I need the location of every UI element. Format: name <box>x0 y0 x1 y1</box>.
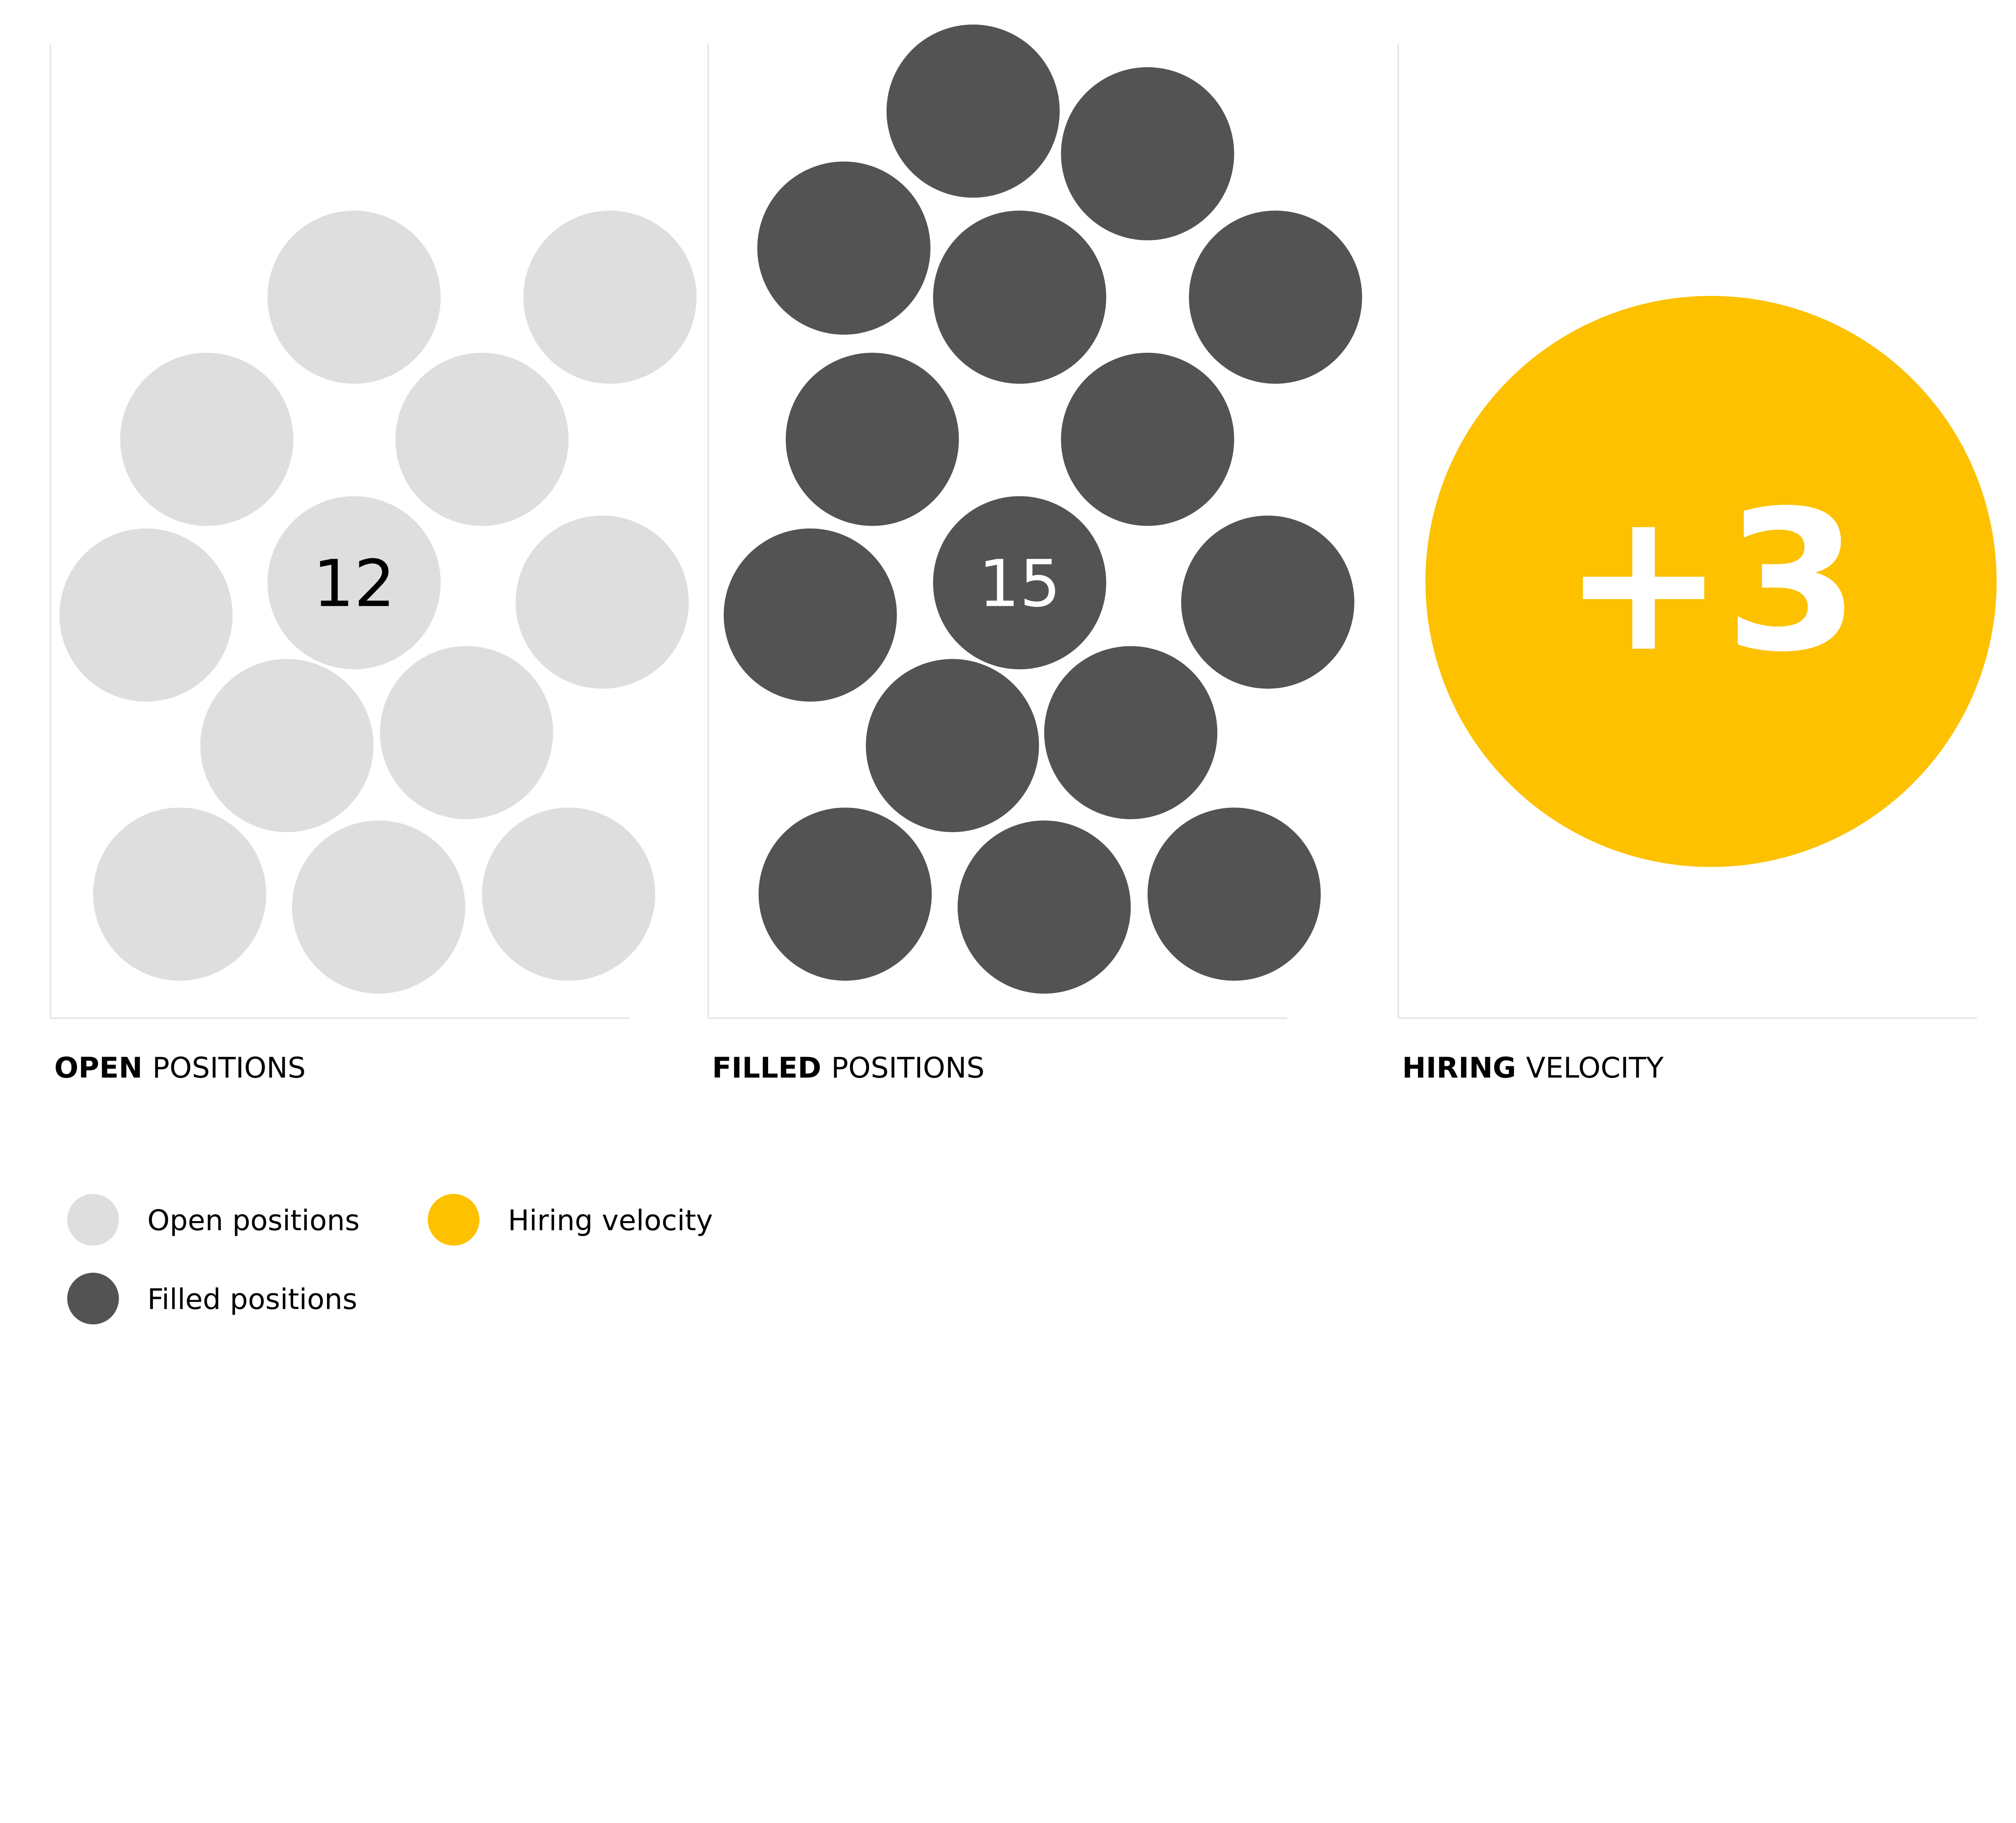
position-bubble <box>886 24 1060 198</box>
legend-swatch-icon <box>67 1273 119 1325</box>
position-bubble <box>515 515 689 689</box>
panel-title-bold: HIRING <box>1402 1051 1526 1084</box>
value-label: 12 <box>313 546 395 621</box>
position-bubble <box>482 807 655 981</box>
position-bubble <box>292 820 465 994</box>
legend-item: Hiring velocity <box>427 1194 713 1246</box>
legend-label: Hiring velocity <box>508 1204 713 1237</box>
legend-label: Filled positions <box>147 1283 357 1316</box>
position-bubble <box>1061 67 1234 241</box>
position-bubble <box>957 820 1131 994</box>
position-bubble <box>1044 646 1218 820</box>
position-bubble <box>785 352 959 526</box>
panel-title-rest: POSITIONS <box>152 1051 306 1084</box>
legend-swatch-icon <box>67 1194 119 1246</box>
panel-title: FILLED POSITIONS <box>712 1051 985 1084</box>
position-bubble <box>1189 210 1362 384</box>
position-bubble <box>1181 515 1354 689</box>
position-bubble <box>757 161 931 335</box>
panel-title-rest: POSITIONS <box>831 1051 984 1084</box>
position-bubble <box>59 528 233 702</box>
position-bubble <box>267 496 441 670</box>
panel-title-bold: FILLED <box>712 1051 831 1084</box>
position-bubble <box>523 210 697 384</box>
position-bubble <box>723 528 897 702</box>
position-bubble <box>120 352 294 526</box>
legend-swatch-icon <box>427 1194 480 1246</box>
position-bubble <box>1061 352 1234 526</box>
position-bubble <box>380 646 553 820</box>
legend-item: Open positions <box>67 1194 360 1246</box>
position-bubble <box>395 352 569 526</box>
position-bubble <box>1148 807 1321 981</box>
value-label: 15 <box>979 546 1061 621</box>
legend-label: Open positions <box>147 1204 360 1237</box>
panel-title: HIRING VELOCITY <box>1402 1051 1664 1084</box>
position-bubble <box>933 496 1106 670</box>
position-bubble <box>758 807 932 981</box>
legend-item: Filled positions <box>67 1273 357 1325</box>
position-bubble <box>93 807 267 981</box>
position-bubble <box>267 210 441 384</box>
panel-title: OPEN POSITIONS <box>54 1051 306 1084</box>
panel-title-rest: VELOCITY <box>1526 1051 1664 1084</box>
panel-title-bold: OPEN <box>54 1051 152 1084</box>
position-bubble <box>200 659 374 832</box>
velocity-bubble <box>1425 296 1997 867</box>
value-label: +3 <box>1562 469 1860 695</box>
position-bubble <box>866 659 1039 832</box>
position-bubble <box>933 210 1106 384</box>
